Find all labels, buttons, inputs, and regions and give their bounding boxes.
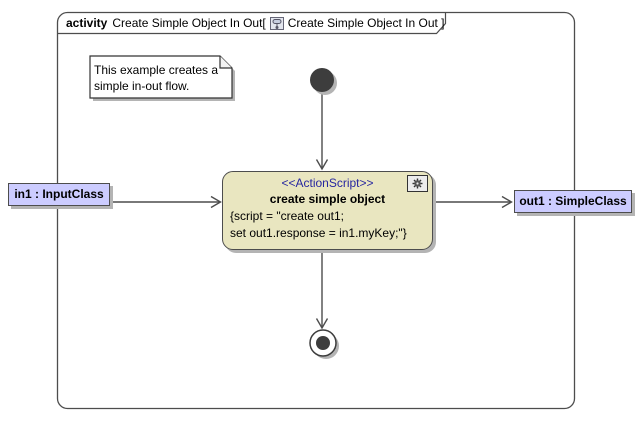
arrowhead — [315, 159, 329, 171]
edge-input-to-action[interactable] — [109, 195, 222, 209]
note-body[interactable] — [89, 55, 233, 99]
note-line-2: simple in-out flow. — [94, 79, 190, 93]
action-stereotype: <<ActionScript>> — [281, 176, 374, 190]
action-script-line-2: set out1.response = in1.myKey;"} — [230, 226, 407, 240]
action-node[interactable]: <<ActionScript>> create simple object {s… — [222, 171, 433, 250]
frame-title[interactable]: activity Create Simple Object In Out[ Cr… — [66, 15, 445, 32]
edge-initial-to-action[interactable] — [315, 92, 329, 171]
action-name: create simple object — [269, 192, 386, 206]
frame-keyword: activity — [66, 16, 108, 30]
final-node-inner — [316, 336, 330, 350]
arrowhead — [315, 318, 329, 330]
arrowhead — [210, 195, 222, 209]
action-script-line-1: {script = "create out1; — [230, 209, 344, 223]
frame-title-pre: Create Simple Object In Out[ — [112, 16, 266, 30]
edge-action-to-final[interactable] — [315, 247, 329, 330]
input-pin[interactable]: in1 : InputClass — [8, 183, 110, 206]
note-dog-ear — [219, 56, 232, 69]
output-pin[interactable]: out1 : SimpleClass — [514, 190, 632, 213]
note-line-1: This example creates a — [94, 63, 219, 77]
frame-title-post: Create Simple Object In Out ] — [287, 16, 445, 30]
gear-icon — [407, 175, 428, 192]
edge-action-to-output[interactable] — [434, 195, 513, 209]
initial-node-circle[interactable] — [310, 68, 334, 92]
arrowhead — [501, 195, 513, 209]
note-text: This example creates a simple in-out flo… — [94, 62, 234, 94]
initial-node[interactable] — [310, 68, 337, 95]
comment-note[interactable] — [89, 55, 235, 101]
frame-title-tab[interactable] — [57, 12, 447, 35]
activity-diagram-icon — [269, 17, 284, 30]
activity-final-node[interactable] — [309, 329, 339, 359]
